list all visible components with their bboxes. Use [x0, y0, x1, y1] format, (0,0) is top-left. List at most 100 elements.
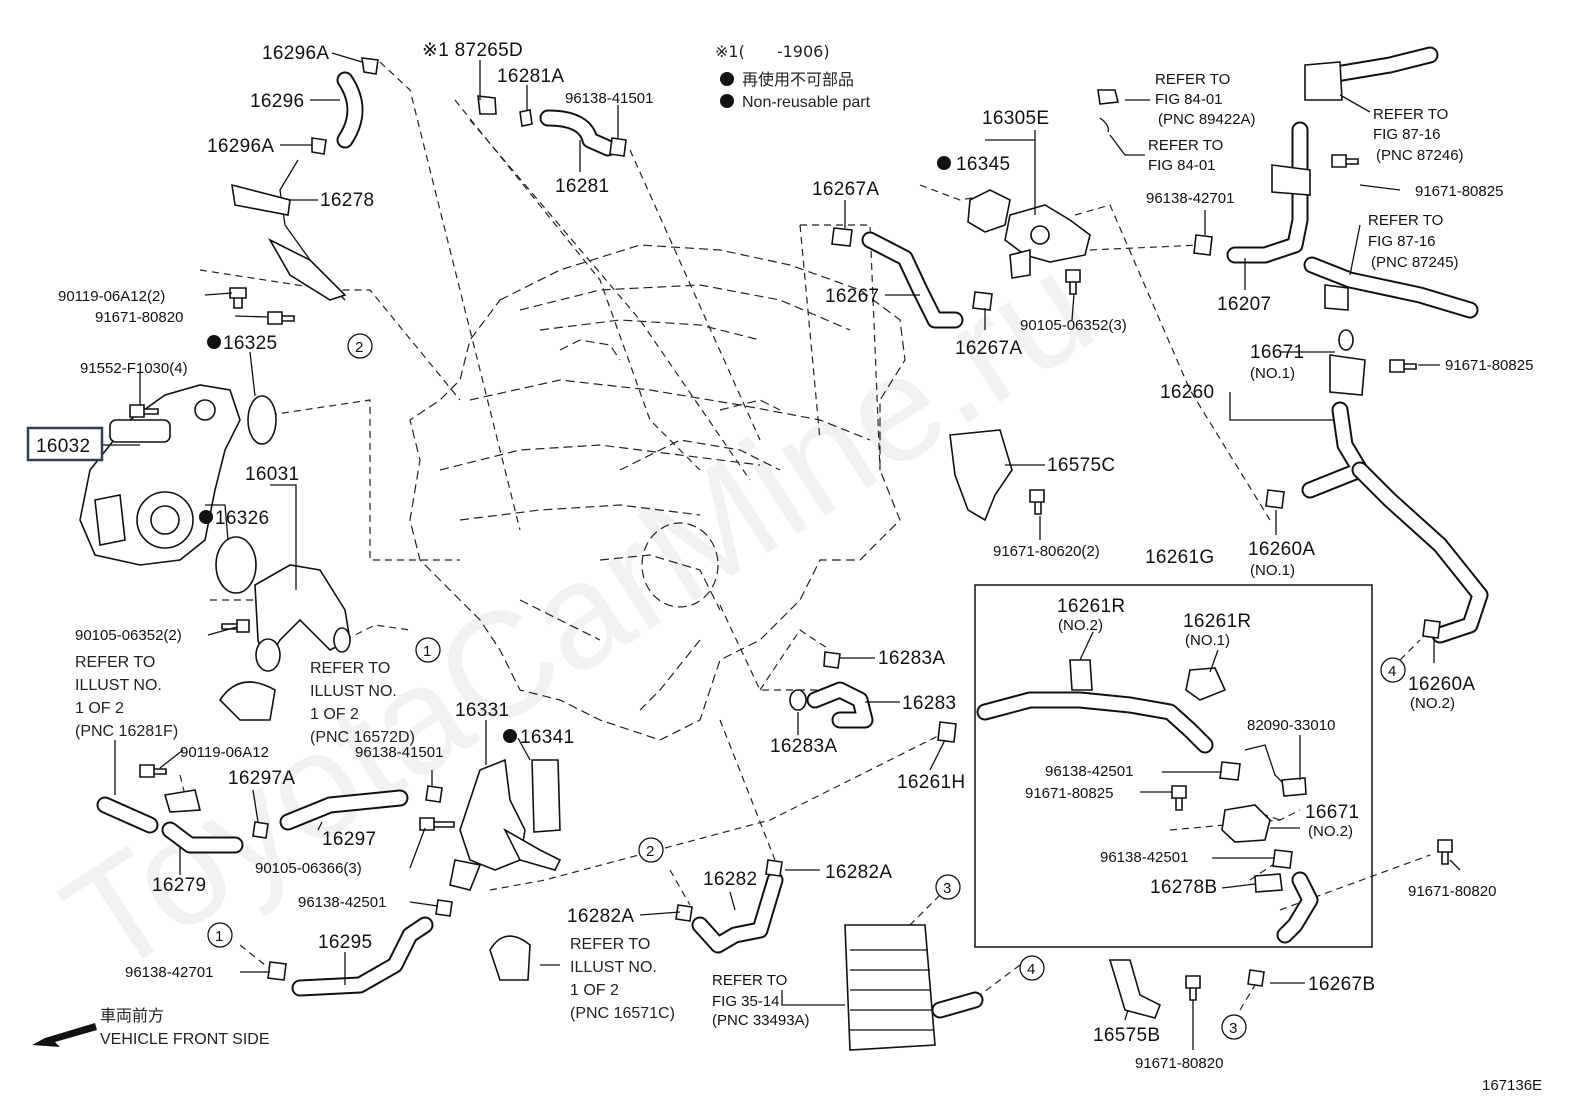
label-16267: 16267	[825, 286, 879, 307]
gasket-16345	[967, 189, 1011, 233]
refer-84-01-b: REFER TO FIG 84-01	[1148, 137, 1223, 174]
hose-16261G	[976, 691, 1214, 754]
clamp-16267B	[1247, 969, 1265, 987]
label-16325: 16325	[223, 333, 277, 354]
note-non-reusable-en: Non-reusable part	[742, 94, 871, 111]
gasket-16325	[247, 395, 277, 445]
note-non-reusable-jp: 再使用不可部品	[742, 70, 854, 89]
refer-87-16-a: REFER TO FIG 87-16 (PNC 87246)	[1373, 106, 1464, 164]
engine-block-outline	[409, 244, 906, 741]
label-91671-80620-2: 91671-80620(2)	[993, 543, 1100, 560]
hose-16282	[691, 871, 784, 954]
label-16297A: 16297A	[228, 768, 295, 789]
clamp-16260A-no2	[1422, 619, 1441, 639]
svg-text:(PNC 16281F): (PNC 16281F)	[75, 723, 178, 740]
hose-stub-ref-16281F	[218, 681, 276, 721]
part-labels: 16296A 16296 16296A ※1 87265D 16281A 961…	[36, 40, 1533, 1072]
refer-87-16-b: REFER TO FIG 87-16 (PNC 87245)	[1368, 212, 1459, 271]
svg-text:FIG 35-14: FIG 35-14	[712, 993, 780, 1010]
label-16575C: 16575C	[1047, 455, 1115, 476]
callout-1-a: 1	[415, 637, 441, 663]
group-box-16261G	[974, 584, 1373, 948]
svg-text:1: 1	[423, 643, 431, 660]
label-16331: 16331	[455, 700, 509, 721]
hose-16296	[336, 71, 364, 149]
label-82090-33010: 82090-33010	[1247, 717, 1335, 734]
svg-text:(PNC 87246): (PNC 87246)	[1376, 147, 1464, 164]
legend-dot-jp	[720, 72, 734, 86]
clamp-16261H	[937, 721, 957, 743]
label-16296A-bot: 16296A	[207, 136, 274, 157]
clamp-16267A-top	[831, 227, 853, 247]
svg-text:4: 4	[1027, 961, 1035, 978]
hose-stub-ref-16571C	[489, 935, 531, 981]
label-16296A-top: 16296A	[262, 43, 329, 64]
pipe-16278	[231, 159, 347, 301]
note-symbol-range: ※1( -1906)	[715, 42, 830, 61]
label-91671-80825-box: 91671-80825	[1025, 785, 1113, 802]
label-96138-42701-left: 96138-42701	[125, 964, 213, 981]
svg-text:REFER TO: REFER TO	[570, 936, 650, 953]
callout-1-b: 1	[207, 922, 233, 948]
sub-16260A-no1: (NO.1)	[1250, 562, 1295, 579]
label-96138-42501-box1: 96138-42501	[1045, 763, 1133, 780]
svg-text:2: 2	[646, 843, 654, 860]
bracket-16575B	[1108, 959, 1162, 1019]
non-reusable-dot-16341	[503, 729, 517, 743]
gasket-16341	[531, 759, 561, 833]
label-90105-06366-3: 90105-06366(3)	[255, 860, 362, 877]
callout-3-a: 3	[935, 874, 961, 900]
label-16282: 16282	[703, 869, 757, 890]
sub-16261R-no2: (NO.2)	[1058, 617, 1103, 634]
sub-labels: (NO.1) (NO.2) (NO.1) (NO.2) (NO.2) (NO.1…	[1058, 365, 1455, 840]
label-16032: 16032	[36, 436, 90, 457]
sub-16260A-no2: (NO.2)	[1410, 695, 1455, 712]
callout-2-a: 2	[347, 333, 373, 359]
bolt-91671-80825-box	[1171, 785, 1187, 811]
svg-text:ILLUST NO.: ILLUST NO.	[310, 683, 397, 700]
label-16305E: 16305E	[982, 108, 1049, 129]
label-16261H: 16261H	[897, 772, 965, 793]
legend-dot-en	[720, 94, 734, 108]
svg-text:3: 3	[943, 880, 951, 897]
refer-16281F: REFER TO ILLUST NO. 1 OF 2 (PNC 16281F)	[75, 654, 178, 740]
svg-text:(PNC 89422A): (PNC 89422A)	[1158, 111, 1256, 128]
hose-ref-87246	[1304, 46, 1439, 101]
label-96138-41501-mid: 96138-41501	[355, 744, 443, 761]
clamp-16297A	[252, 821, 269, 839]
svg-text:1 OF 2: 1 OF 2	[570, 982, 619, 999]
label-16575B: 16575B	[1093, 1025, 1160, 1046]
non-reusable-dot-16325	[207, 335, 221, 349]
hose-16297	[279, 789, 409, 831]
label-16031: 16031	[245, 464, 299, 485]
clamp-16283A-bot	[789, 689, 807, 711]
label-16295: 16295	[318, 932, 372, 953]
clamp-16283A-top	[823, 651, 841, 669]
label-16671-no1: 16671	[1250, 342, 1304, 363]
note-front-en: VEHICLE FRONT SIDE	[100, 1031, 270, 1048]
label-91671-80820-bot: 91671-80820	[1135, 1055, 1223, 1072]
svg-text:REFER TO: REFER TO	[1148, 137, 1223, 154]
svg-text:REFER TO: REFER TO	[75, 654, 155, 671]
svg-text:1: 1	[215, 928, 223, 945]
bolt-91671-80620-2	[1029, 489, 1045, 515]
note-front-jp: 車両前方	[100, 1006, 164, 1025]
label-16278B: 16278B	[1150, 877, 1217, 898]
svg-text:(PNC 33493A): (PNC 33493A)	[712, 1012, 810, 1029]
bolt-91671-80825-top	[1331, 154, 1359, 168]
hose-16295	[291, 916, 434, 997]
label-16279: 16279	[152, 875, 206, 896]
label-16283: 16283	[902, 693, 956, 714]
union-16278B	[1254, 873, 1283, 893]
label-16296: 16296	[250, 91, 304, 112]
label-96138-42501-box2: 96138-42501	[1100, 849, 1188, 866]
clamp-16282A-left	[675, 904, 693, 922]
refer-16571C: REFER TO ILLUST NO. 1 OF 2 (PNC 16571C)	[570, 936, 675, 1022]
label-90119-06A12: 90119-06A12	[180, 744, 269, 761]
label-16207: 16207	[1217, 294, 1271, 315]
clamp-96138-41501-top	[609, 137, 627, 157]
label-16260A-no1: 16260A	[1248, 539, 1315, 560]
clamp-16282A-right	[765, 859, 783, 877]
label-16341: 16341	[520, 727, 574, 748]
bolts-left	[129, 287, 455, 831]
